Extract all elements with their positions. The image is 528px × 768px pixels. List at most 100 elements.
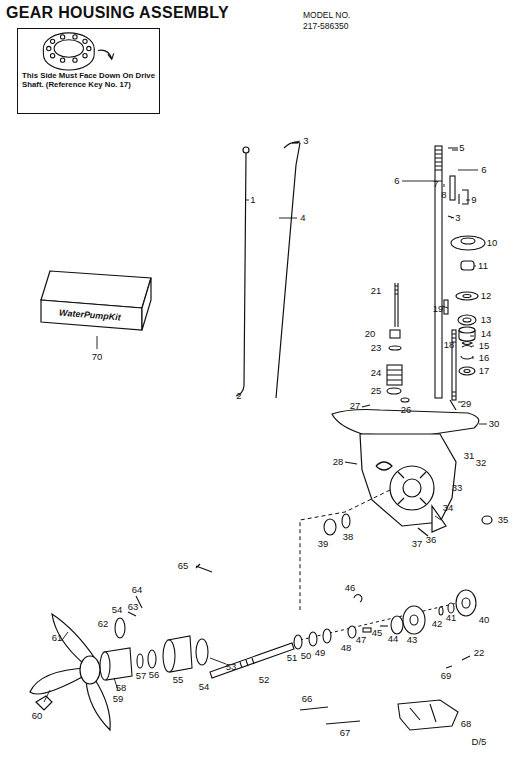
drive-shaft xyxy=(435,146,485,400)
spare-parts xyxy=(326,721,360,724)
callout-number: 16 xyxy=(479,353,490,363)
gear-housing xyxy=(390,466,434,510)
callout-number: 57 xyxy=(136,671,147,681)
gear-housing xyxy=(376,462,392,470)
prop-shaft-parts xyxy=(391,616,403,634)
leader-lines xyxy=(210,658,226,664)
callout-number: 29 xyxy=(461,399,472,409)
callout-number: 17 xyxy=(479,366,490,376)
drive-shaft xyxy=(461,238,475,244)
callout-number: 20 xyxy=(365,329,376,339)
prop-shaft-parts xyxy=(380,625,388,626)
callout-number: 32 xyxy=(476,458,487,468)
callout-number: 68 xyxy=(461,719,472,729)
callout-number: 1 xyxy=(250,195,255,205)
callout-number: 36 xyxy=(426,535,437,545)
shift-rods xyxy=(236,142,300,398)
callout-number: 3 xyxy=(303,136,308,146)
callout-number: 37 xyxy=(412,539,423,549)
drive-shaft xyxy=(461,261,474,270)
callout-number: 38 xyxy=(343,532,354,542)
callout-number: 31 xyxy=(464,451,475,461)
drive-shaft xyxy=(461,356,473,359)
callout-number: 6 xyxy=(481,165,486,175)
callout-number: 50 xyxy=(301,651,312,661)
callout-number: 39 xyxy=(318,539,329,549)
drive-shaft xyxy=(458,315,476,325)
callout-number: 63 xyxy=(128,602,139,612)
callout-number: 62 xyxy=(98,619,109,629)
callout-number: 52 xyxy=(259,675,270,685)
callout-number: 5 xyxy=(459,143,464,153)
callout-number: 4 xyxy=(300,213,305,223)
spare-parts xyxy=(446,656,470,668)
prop-shaft-parts xyxy=(342,514,350,528)
bearing-figure xyxy=(43,33,113,70)
callout-number: 8 xyxy=(441,190,446,200)
callout-number: 14 xyxy=(481,329,492,339)
spare-parts xyxy=(398,700,458,730)
callout-number: 55 xyxy=(173,675,184,685)
prop-shaft-parts xyxy=(363,628,371,632)
callout-number: 7 xyxy=(433,179,438,189)
callout-number: 51 xyxy=(287,653,298,663)
bearing-roller xyxy=(47,46,51,50)
prop-shaft-parts xyxy=(148,650,156,668)
callout-number: 45 xyxy=(372,628,383,638)
shift-parts xyxy=(362,405,370,407)
callout-number: 19 xyxy=(433,304,444,314)
shift-rods xyxy=(243,147,249,153)
bearing-figure xyxy=(98,50,114,59)
note-inset: This Side Must Face Down On Drive Shaft.… xyxy=(17,28,160,114)
bearing-roller xyxy=(87,46,91,50)
spare-parts xyxy=(300,656,470,730)
drive-shaft xyxy=(459,190,468,204)
gear-housing xyxy=(482,516,492,524)
callout-number: 47 xyxy=(356,635,367,645)
gear-housing xyxy=(398,472,426,504)
bearing-roller xyxy=(50,39,54,43)
bearing-figure xyxy=(54,40,83,58)
callout-number: 11 xyxy=(478,261,488,271)
gear-housing xyxy=(403,479,421,497)
kit-box xyxy=(41,300,142,330)
shift-parts xyxy=(389,346,401,350)
shift-rods xyxy=(276,142,300,398)
callout-number: 54 xyxy=(199,682,210,692)
callout-number: 53 xyxy=(226,662,237,672)
callout-number: 12 xyxy=(481,291,492,301)
callout-number: 60 xyxy=(32,711,43,721)
callout-number: 35 xyxy=(498,515,509,525)
callout-number: 15 xyxy=(479,341,490,351)
propeller xyxy=(80,656,100,684)
prop-shaft-parts xyxy=(196,639,208,665)
prop-shaft-parts xyxy=(196,564,212,572)
callout-number: 9 xyxy=(471,195,476,205)
bearing-roller xyxy=(50,54,54,58)
callout-number: 13 xyxy=(481,315,492,325)
callout-number: D/5 xyxy=(472,737,487,747)
callout-number: 24 xyxy=(371,368,382,378)
prop-shaft-parts xyxy=(128,596,142,616)
prop-shaft-parts xyxy=(354,595,362,602)
callout-number: 18 xyxy=(444,340,455,350)
prop-shaft-parts xyxy=(100,514,476,680)
bearing-roller xyxy=(83,39,87,43)
gear-housing xyxy=(345,462,357,464)
callout-number: 22 xyxy=(474,648,485,658)
prop-shaft-parts xyxy=(448,603,454,613)
callout-number: 43 xyxy=(407,635,418,645)
callout-number: 59 xyxy=(113,694,124,704)
spare-parts xyxy=(410,704,436,722)
prop-shaft-parts xyxy=(210,643,294,678)
prop-shaft-parts xyxy=(294,635,302,649)
callout-number: 65 xyxy=(178,561,189,571)
callout-number: 66 xyxy=(302,694,313,704)
shift-parts xyxy=(390,330,400,338)
drive-shaft xyxy=(435,150,442,170)
callout-number: 42 xyxy=(432,619,443,629)
callout-number: 3 xyxy=(455,213,460,223)
prop-shaft-parts xyxy=(410,615,418,625)
callout-number: 70 xyxy=(92,352,103,362)
